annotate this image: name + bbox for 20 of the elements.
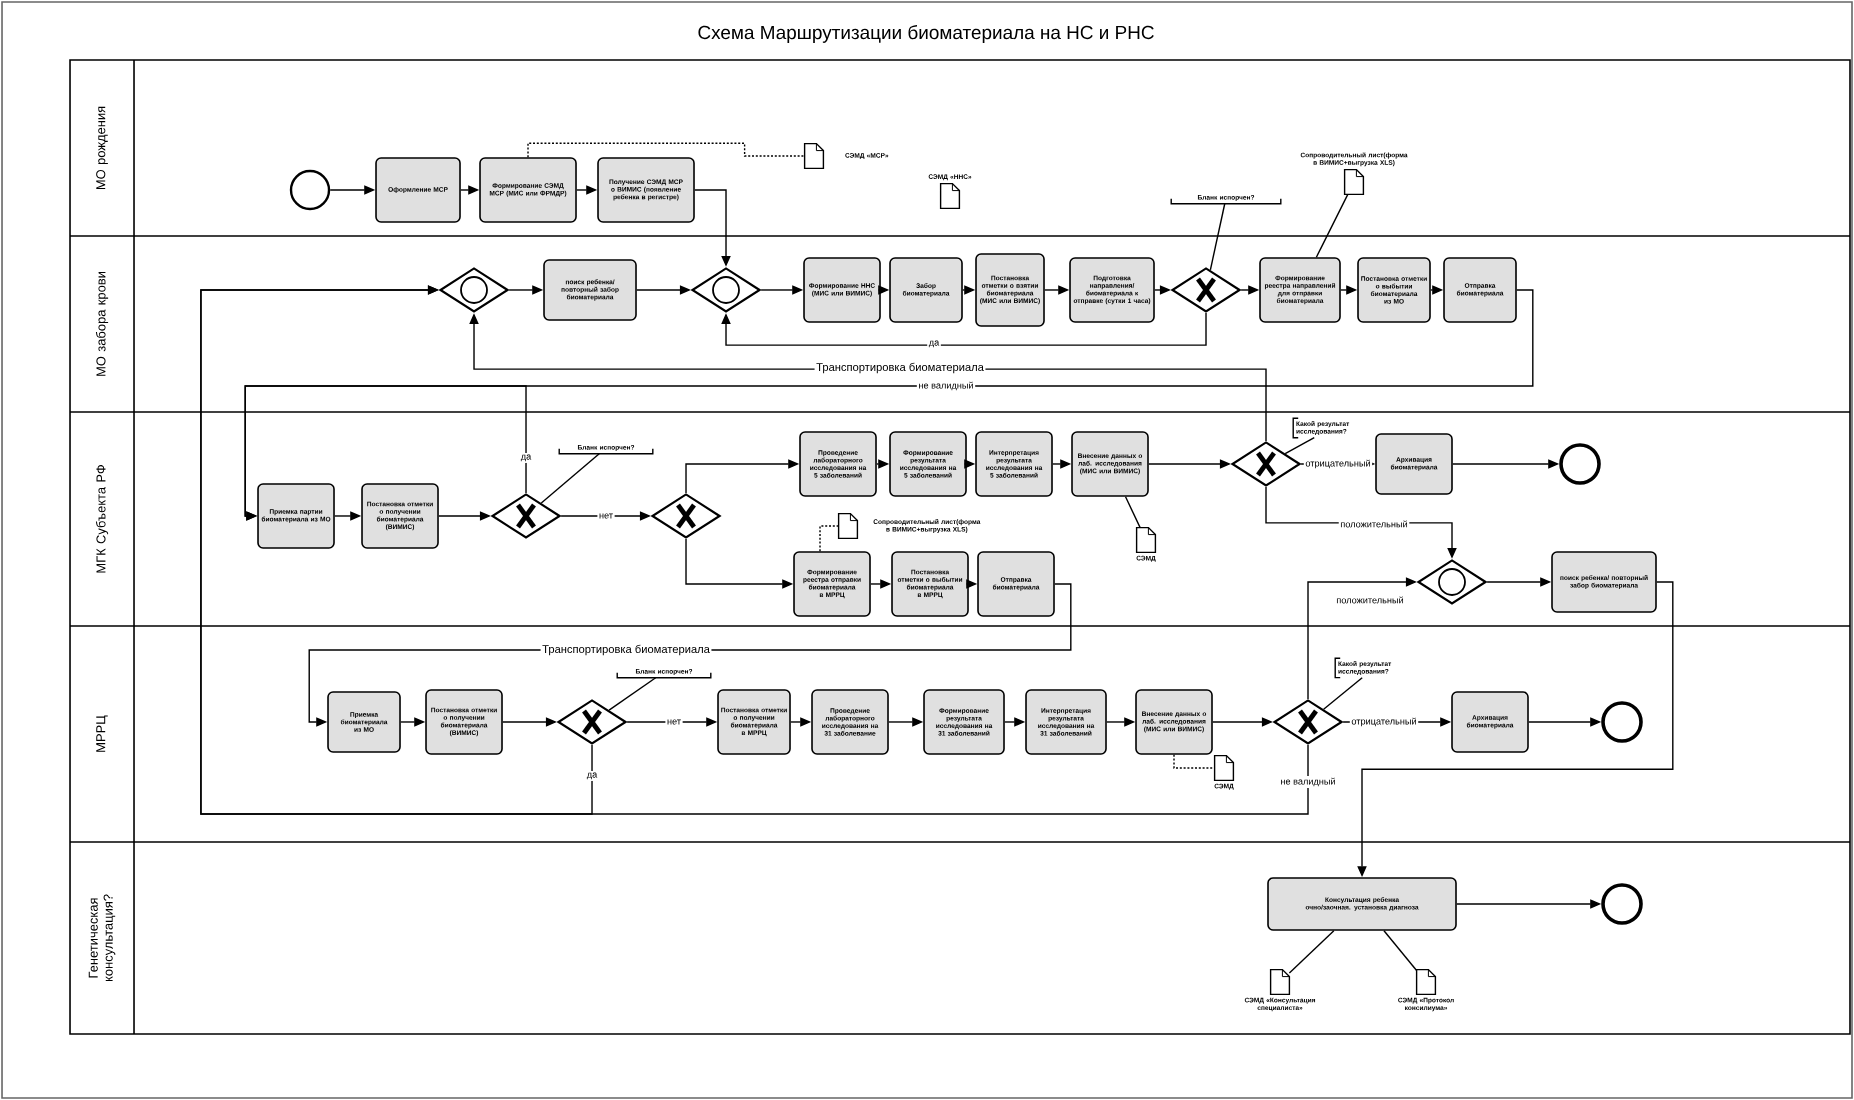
- association-line: [1288, 930, 1335, 974]
- association-line: [527, 142, 806, 158]
- association-line: [1209, 203, 1226, 271]
- association-line: [608, 677, 657, 711]
- arrow: [200, 285, 1309, 815]
- title: Схема Маршрутизации биоматериала на НС и РНС: [698, 25, 1154, 43]
- event-circle: [1559, 443, 1601, 485]
- association-line: [1315, 193, 1349, 258]
- event-circle: [289, 169, 331, 211]
- event-circle: [1601, 701, 1643, 743]
- association-line: [1124, 496, 1141, 529]
- event-circle: [1601, 883, 1643, 925]
- association-line: [1173, 754, 1216, 769]
- association-line: [1284, 437, 1315, 455]
- association-line: [819, 525, 840, 552]
- arrow: [244, 385, 527, 521]
- association-line: [540, 453, 600, 504]
- association-line: [1383, 930, 1418, 972]
- arrow: [721, 312, 1207, 346]
- association-line: [1322, 676, 1363, 710]
